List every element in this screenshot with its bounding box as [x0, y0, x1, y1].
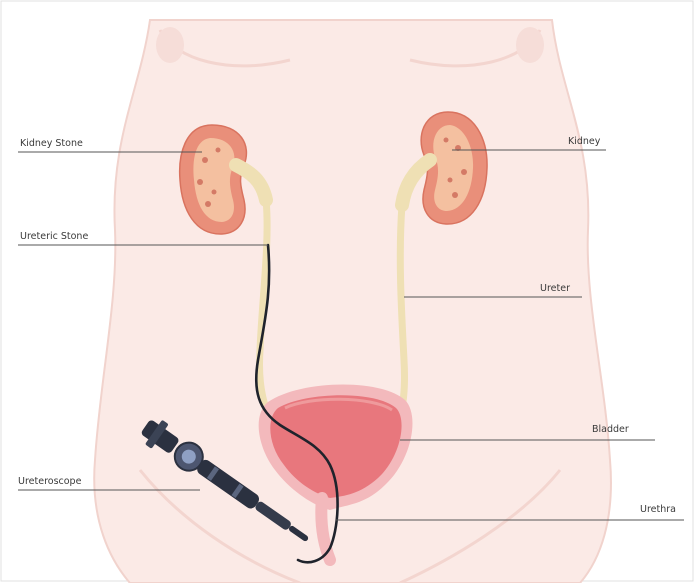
label-bladder: Bladder [592, 424, 629, 435]
label-ureteroscope: Ureteroscope [18, 476, 82, 487]
label-kidney: Kidney [568, 136, 601, 147]
shoulder-shade-right [516, 27, 544, 63]
label-ureter: Ureter [540, 283, 570, 294]
label-kidney-stone: Kidney Stone [20, 138, 83, 149]
shoulder-shade-left [156, 27, 184, 63]
label-ureteric-stone: Ureteric Stone [20, 231, 88, 242]
label-urethra: Urethra [640, 504, 676, 515]
